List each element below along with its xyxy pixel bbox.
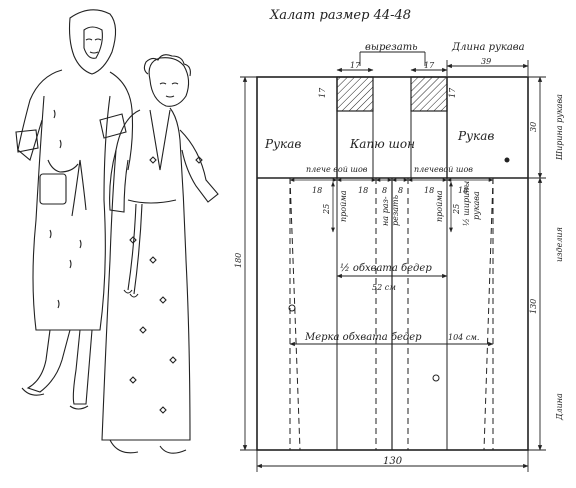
cutout-left <box>336 76 374 112</box>
dim-25-a: 25 <box>322 204 331 215</box>
dim-sleeve-width: 30 <box>529 122 538 132</box>
dim-18-a: 18 <box>312 186 322 195</box>
product-length-top-label: изделия <box>555 227 564 262</box>
bottom-dimensions <box>256 450 529 472</box>
notch-right <box>432 374 440 382</box>
dim-cut-width-left: 17 <box>350 61 361 70</box>
grain-mark <box>504 157 510 163</box>
dim-18-b: 18 <box>358 186 368 195</box>
top-dimensions <box>336 51 529 76</box>
dim-total-width: 130 <box>383 456 403 467</box>
dim-body-height: 130 <box>529 299 538 314</box>
dim-8-b: 8 <box>398 186 403 195</box>
half-sleeve-width-label: ½ ширины <box>462 181 471 226</box>
dim-18-d: 18 <box>458 186 468 195</box>
armhole-left-label: пройма <box>339 190 348 222</box>
dim-18-c: 18 <box>424 186 434 195</box>
dim-sleeve-length: 39 <box>481 57 491 66</box>
hip-measure-label: Мерка обхвата бедер <box>304 332 422 343</box>
label-hood: Капю шон <box>349 137 415 151</box>
dim-cut-width-right: 17 <box>424 61 435 70</box>
sleeve-length-label: Длина рукава <box>451 42 525 53</box>
pattern-title: Халат размер 44-48 <box>269 8 411 23</box>
pattern-layout <box>256 76 529 451</box>
hip-measure-value: 104 см. <box>448 333 479 342</box>
half-hip-label: ½ обхвата бедер <box>340 263 432 274</box>
label-sleeve-left: Рукав <box>264 137 301 151</box>
sleeve-width-label: Ширина рукава <box>555 94 564 161</box>
label-sleeve-right: Рукав <box>457 129 494 143</box>
right-dimensions <box>528 76 546 451</box>
left-dimensions <box>240 76 257 451</box>
cut-along-label: на раз- <box>381 196 390 226</box>
shoulder-seam-left-label: плече вой шов <box>306 165 368 174</box>
cut-out-label: вырезать <box>365 42 418 53</box>
dim-cut-height-right: 17 <box>448 87 457 98</box>
woman-figure-hooded <box>15 9 134 410</box>
dim-cut-height-left: 17 <box>318 87 327 98</box>
dim-total-height: 180 <box>234 253 243 268</box>
armhole-right-label: пройма <box>435 190 444 222</box>
robe-illustration <box>15 9 219 454</box>
dim-8-a: 8 <box>382 186 387 195</box>
dim-25-b: 25 <box>452 204 461 215</box>
half-sleeve-width-label-2: рукава <box>472 191 481 220</box>
product-length-bottom-label: Длина <box>555 393 564 421</box>
shoulder-seam-right-label: плечевой шов <box>414 165 473 174</box>
armhole-dimensions <box>331 181 453 233</box>
woman-figure-curly <box>101 54 219 454</box>
cutout-right <box>410 76 448 112</box>
half-hip-value: 52 см <box>372 283 396 292</box>
cut-along-label-2: резать <box>391 195 400 226</box>
notch-left <box>288 304 296 312</box>
